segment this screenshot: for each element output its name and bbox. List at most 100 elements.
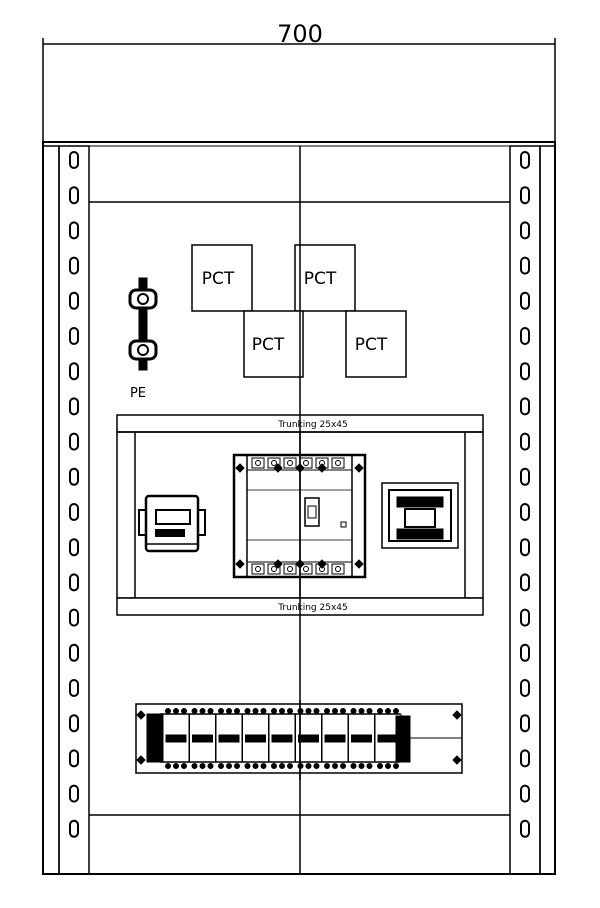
terminal-module: [324, 734, 346, 743]
terminal-screw: [331, 563, 345, 575]
mounting-mark: [295, 463, 305, 473]
mounting-mark: [136, 755, 146, 765]
terminal-screw: [305, 708, 312, 714]
terminal-screw: [287, 763, 293, 769]
terminal-screw: [287, 460, 293, 466]
bottom-trunking-label: Trunking 25x45: [277, 603, 348, 613]
terminal-screw: [313, 708, 320, 714]
terminal-screw: [299, 457, 313, 469]
terminal-screw: [207, 708, 214, 714]
terminal-screw: [324, 763, 330, 769]
right-rail-slots: [520, 151, 530, 838]
terminal-screw: [324, 708, 330, 714]
terminal-screw: [385, 763, 391, 769]
terminal-screw: [335, 460, 341, 466]
terminal-screw: [366, 708, 373, 714]
terminal-screw: [271, 460, 277, 466]
terminal-screw: [331, 457, 345, 469]
terminal-screw: [332, 708, 338, 714]
rail-slot: [520, 291, 530, 310]
terminal-screw: [226, 763, 232, 769]
mounting-mark: [317, 559, 327, 569]
rail-slot: [69, 397, 79, 416]
pe-earth-terminal-icon: [128, 277, 158, 371]
top-trunking-label: Trunking 25x45: [277, 420, 348, 430]
terminal-screw: [393, 763, 399, 769]
pct-label: PCT: [355, 335, 388, 355]
rail-slot: [69, 573, 79, 592]
rail-slot: [69, 467, 79, 486]
terminal-screw: [252, 708, 259, 714]
rail-slot: [69, 362, 79, 381]
terminal-screw: [255, 566, 261, 572]
terminal-screw: [340, 708, 346, 714]
terminal-screw: [165, 763, 171, 769]
terminal-screw: [207, 763, 214, 769]
breaker-terminals: [235, 457, 364, 575]
dimension-width-label: 700: [277, 20, 323, 48]
mounting-mark: [452, 710, 462, 720]
mounting-mark: [354, 559, 364, 569]
terminal-screw: [173, 763, 179, 769]
rail-slot: [69, 714, 79, 733]
terminal-module: [218, 734, 240, 743]
terminal-modules: [136, 708, 462, 769]
terminal-screw: [305, 763, 312, 769]
rail-slot: [69, 327, 79, 345]
rail-slot: [69, 221, 79, 240]
contactor-icon: [381, 482, 459, 549]
pct-label: PCT: [252, 335, 285, 355]
mounting-mark: [452, 755, 462, 765]
rail-slot: [520, 151, 530, 169]
terminal-screw: [173, 708, 179, 714]
right-mounting-rail: [509, 145, 556, 875]
terminal-screw: [199, 708, 206, 714]
terminal-screw: [181, 708, 187, 714]
pct-label: PCT: [202, 269, 235, 289]
terminal-screw: [165, 708, 171, 714]
terminal-screw: [358, 763, 365, 769]
terminal-screw: [332, 763, 338, 769]
rail-slot: [69, 432, 79, 451]
terminal-block-assembly: [135, 703, 463, 774]
rail-slot: [520, 679, 530, 697]
rail-slot: [520, 432, 530, 451]
terminal-screw: [283, 563, 297, 575]
power-meter-icon: [138, 494, 206, 553]
terminal-screw: [350, 763, 357, 769]
terminal-module: [298, 734, 319, 743]
pct-box-2: PCT: [294, 244, 356, 312]
terminal-screw: [191, 708, 198, 714]
terminal-screw: [283, 457, 297, 469]
pe-label: PE: [130, 386, 146, 401]
rail-slot: [69, 749, 79, 768]
rail-slot: [520, 714, 530, 733]
terminal-screw: [226, 708, 232, 714]
pct-box-4: PCT: [345, 310, 407, 378]
terminal-screw: [299, 563, 313, 575]
terminal-screw: [358, 708, 365, 714]
rail-slot: [520, 749, 530, 768]
terminal-module: [192, 734, 213, 743]
rail-slot: [69, 151, 79, 169]
rail-slot: [520, 784, 530, 803]
mounting-mark: [235, 559, 245, 569]
mounting-mark: [235, 463, 245, 473]
terminal-screw: [377, 708, 383, 714]
terminal-screw: [313, 763, 320, 769]
rail-slot: [520, 186, 530, 205]
mounting-mark: [295, 559, 305, 569]
terminal-screw: [234, 708, 240, 714]
rail-slot: [69, 291, 79, 310]
terminal-screw: [303, 460, 309, 466]
terminal-screw: [279, 763, 285, 769]
terminal-screw: [393, 708, 399, 714]
terminal-screw: [251, 457, 265, 469]
terminal-screw: [234, 763, 240, 769]
terminal-screw: [252, 763, 259, 769]
terminal-screw: [218, 708, 224, 714]
terminal-screw: [218, 763, 224, 769]
rail-slot: [520, 221, 530, 240]
dimension-annotation: [42, 38, 556, 142]
mounting-mark: [317, 463, 327, 473]
